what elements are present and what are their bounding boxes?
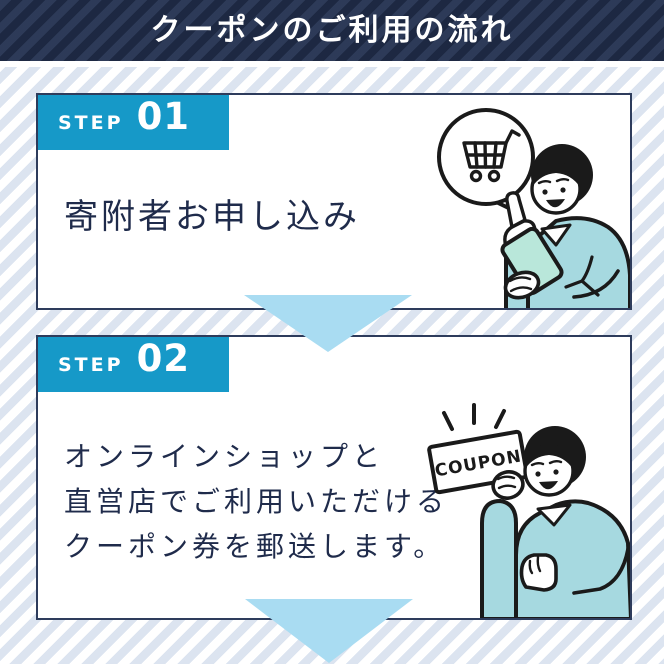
step-2-badge: STEP 02 xyxy=(38,337,229,392)
step-2-description: オンラインショップと 直営店でご利用いただける クーポン券を郵送します。 xyxy=(64,434,448,569)
smartphone-icon xyxy=(500,226,564,296)
step-2-card: STEP 02 オンラインショップと 直営店でご利用いただける クーポン券を郵送… xyxy=(36,335,632,620)
step-1-label: STEP xyxy=(58,112,124,134)
flow-arrow-down-1 xyxy=(244,295,412,352)
banner: クーポンのご利用の流れ xyxy=(0,0,664,67)
person-head xyxy=(530,144,593,215)
step-2-label: STEP xyxy=(58,354,124,376)
step-2-description-line-1: オンラインショップと xyxy=(64,440,385,473)
step-2-description-line-2: 直営店でご利用いただける xyxy=(64,485,449,518)
fist-hand xyxy=(519,553,558,592)
page-title: クーポンのご利用の流れ xyxy=(150,13,514,48)
man-with-cart-bubble-illustration xyxy=(437,108,630,308)
gripping-hand xyxy=(491,470,525,500)
person-head xyxy=(523,426,586,497)
step-1-description: 寄附者お申し込み xyxy=(64,197,360,237)
holding-hand xyxy=(503,270,541,300)
flow-arrow-down-2 xyxy=(245,599,413,663)
raised-arm xyxy=(480,499,518,618)
step-1-number: 01 xyxy=(136,95,191,138)
step-2-number: 02 xyxy=(136,337,191,380)
step-1-badge: STEP 01 xyxy=(38,95,229,150)
emphasis-lines-icon xyxy=(442,403,506,431)
speech-bubble-icon xyxy=(437,108,535,217)
shopping-cart-icon xyxy=(462,129,521,183)
step-1-card: STEP 01 寄附者お申し込み xyxy=(36,93,632,310)
step-2-description-line-3: クーポン券を郵送します。 xyxy=(64,530,446,563)
man-with-coupon-illustration: COUPON xyxy=(427,403,630,618)
